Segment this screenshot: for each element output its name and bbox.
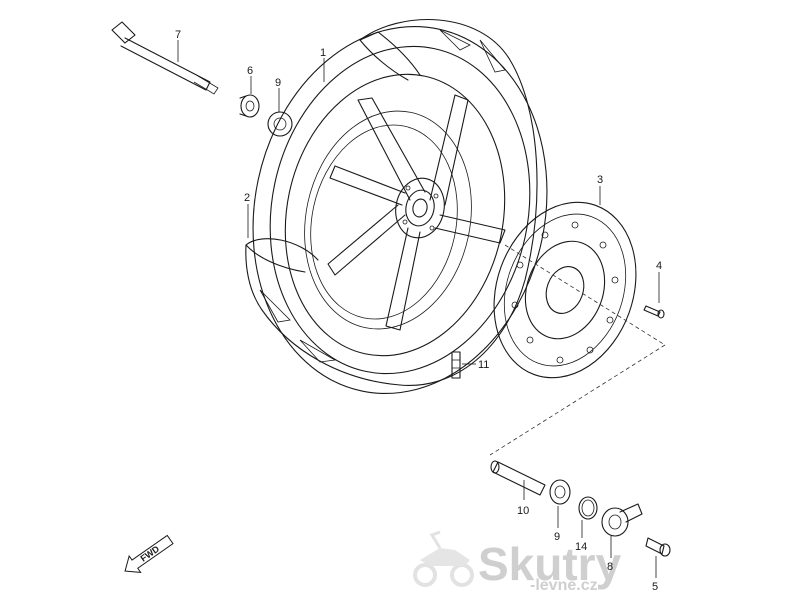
callout-numbers: 7 6 9 1 2 3 4 11 10 9 14 8 5 (175, 29, 662, 593)
front-axle (111, 21, 219, 95)
tyre-valve (451, 351, 461, 379)
watermark-logo: Skutry -levne.cz (413, 530, 622, 594)
callout-2: 2 (244, 192, 250, 204)
callout-5: 7 (175, 29, 181, 41)
callout-7: 5 (652, 581, 658, 593)
callout-14: 14 (575, 541, 587, 553)
callout-9-upper: 9 (275, 77, 281, 89)
distance-collar (490, 460, 546, 496)
callout-6: 6 (247, 65, 253, 77)
scooter-watermark-icon (413, 530, 474, 587)
callout-3: 3 (597, 174, 603, 186)
callout-9-lower: 9 (554, 531, 560, 543)
disc-vent-holes (511, 221, 619, 364)
speedometer-gear-box (601, 503, 643, 537)
axle-nut (645, 537, 671, 557)
callout-10: 10 (517, 505, 529, 517)
bearing-upper (267, 111, 293, 137)
bearing-lower (549, 479, 571, 505)
front-tyre (245, 18, 538, 386)
callout-8: 8 (607, 561, 613, 573)
axle-collar (239, 94, 260, 118)
callout-4: 4 (656, 260, 662, 272)
front-wheel-rim (252, 25, 548, 395)
assembly-guide-lines (489, 244, 666, 456)
callout-11: 11 (478, 359, 489, 371)
forward-direction-arrow: FWD (124, 534, 174, 573)
watermark-brand: Skutry (478, 538, 622, 590)
wheel-spokes (327, 94, 506, 331)
disc-bolt (643, 305, 665, 319)
watermark-domain: -levne.cz (530, 577, 598, 594)
callout-1: 1 (320, 47, 326, 59)
wheel-hub (395, 177, 445, 239)
brake-disc (493, 201, 637, 379)
callout-leaders (177, 40, 660, 578)
retaining-ring (578, 496, 598, 520)
